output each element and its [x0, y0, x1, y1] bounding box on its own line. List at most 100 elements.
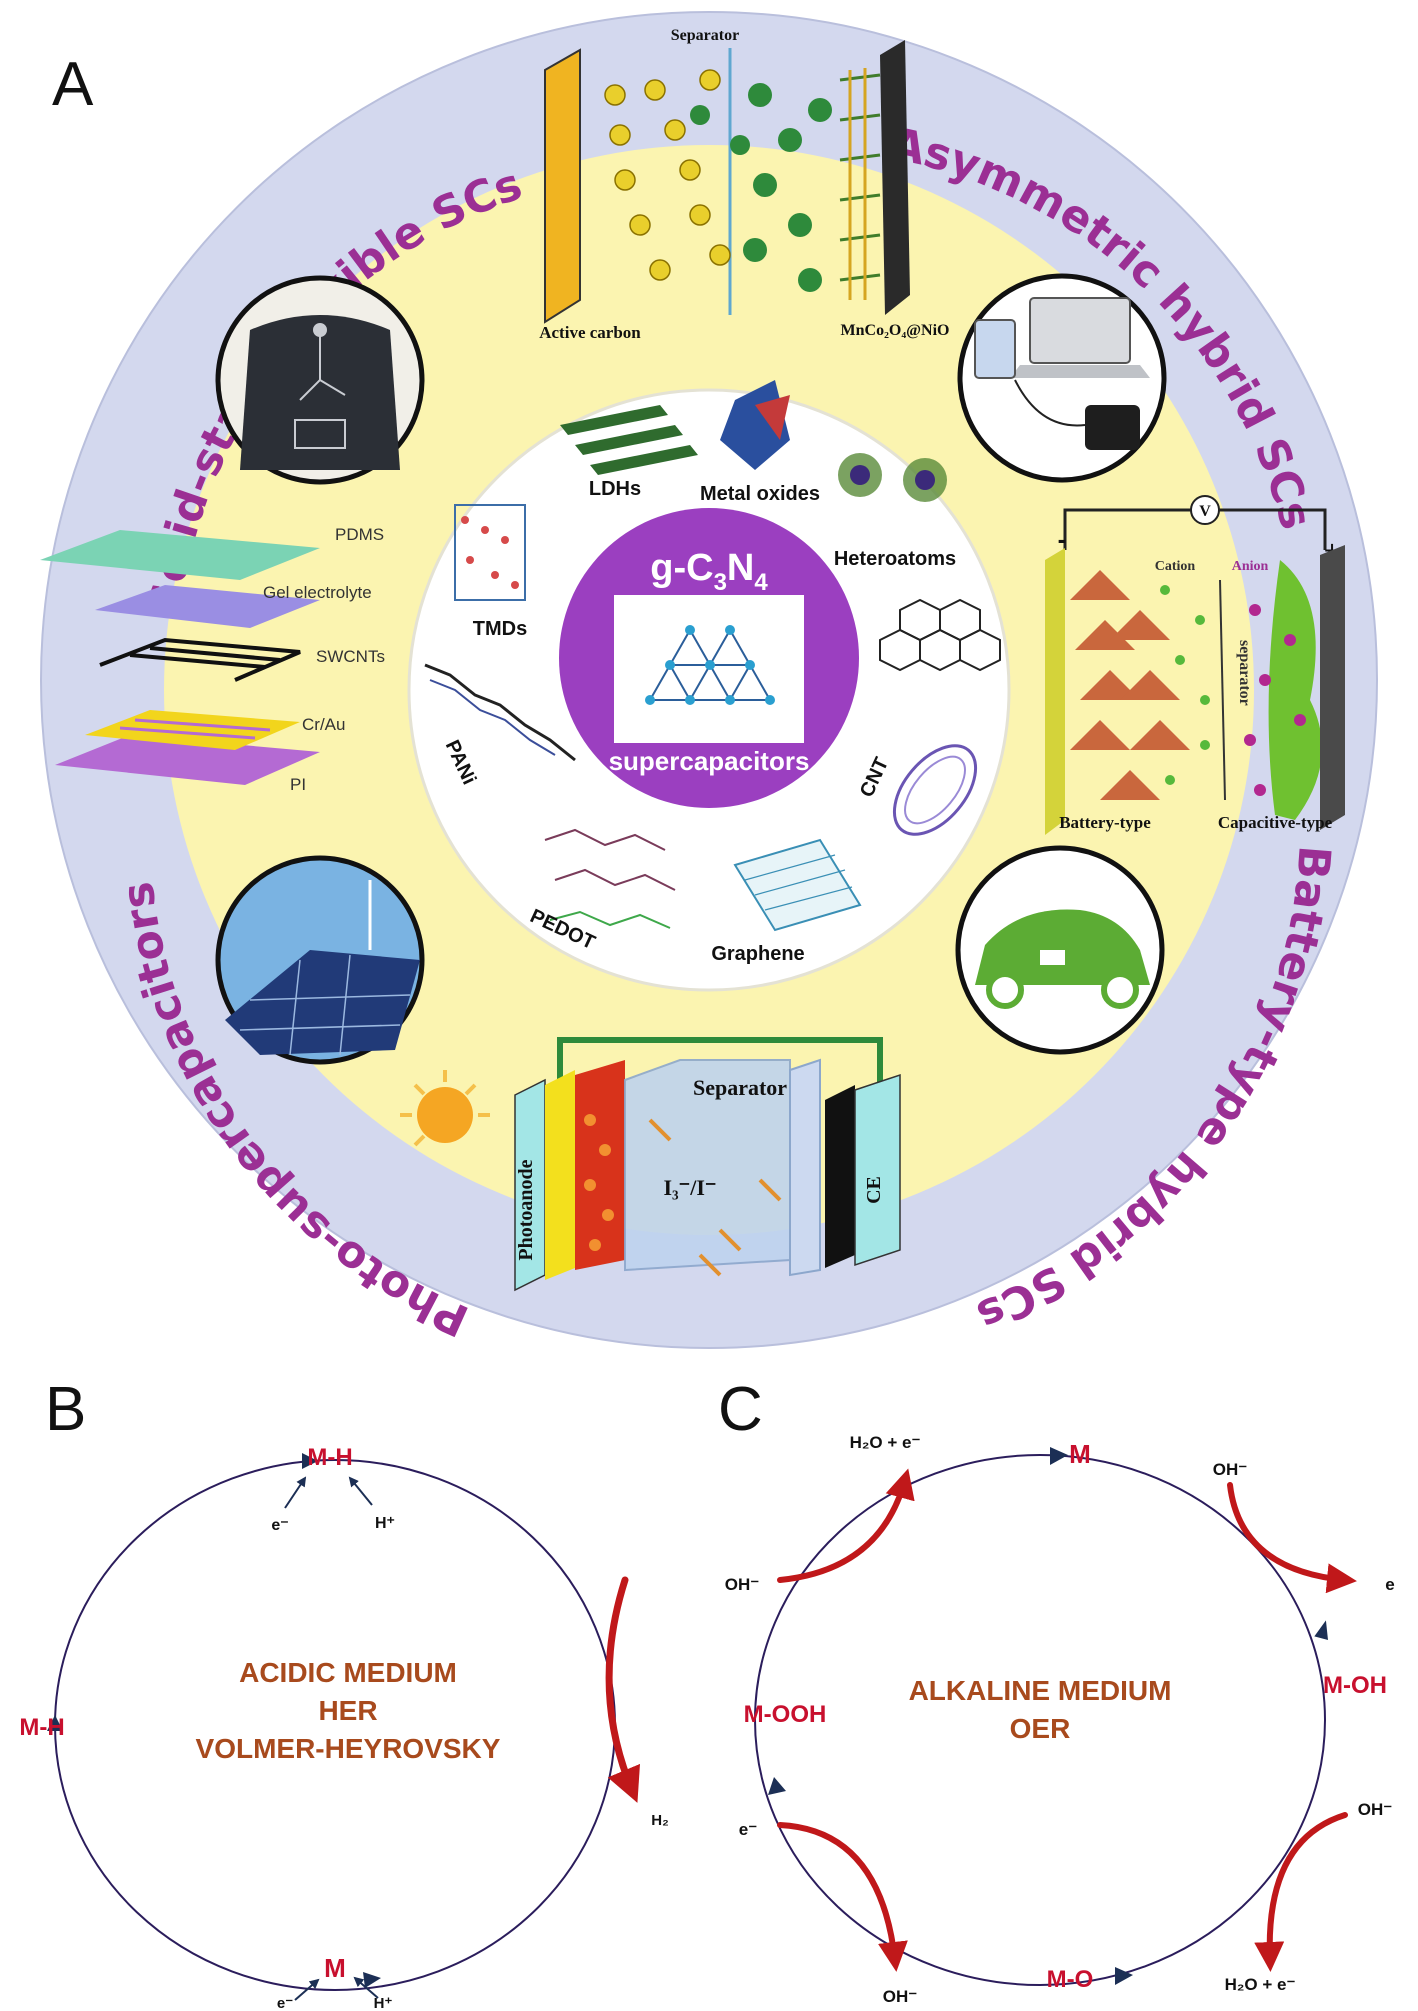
her-e-bottom: e⁻ — [277, 1995, 293, 2011]
oer-arrow-right — [1314, 1620, 1328, 1640]
oer-line2: OER — [1010, 1713, 1071, 1744]
material-graphene: Graphene — [711, 838, 862, 965]
oer-arrow-h2o-bottom — [1254, 1812, 1348, 1972]
label-ldhs: LDHs — [589, 478, 641, 500]
material-heteroatoms-lattice — [879, 598, 1001, 672]
tio2-layer — [575, 1060, 625, 1270]
her-h2: H₂ — [651, 1812, 669, 1829]
battery-hybrid-diagram: V - + Cation Anion separator — [1045, 495, 1345, 835]
laptop-base — [1010, 365, 1150, 378]
oer-line1: ALKALINE MEDIUM — [909, 1675, 1172, 1706]
her-h-bottom: H⁺ — [374, 1995, 393, 2011]
panel-b-label: B — [45, 1375, 86, 1444]
her-e-arrow-top — [284, 1476, 307, 1509]
oer-center-label: ALKALINE MEDIUM OER — [909, 1675, 1172, 1744]
her-arrow-bottom — [363, 1972, 381, 1988]
voltmeter — [1190, 495, 1220, 525]
battery-right-plate — [1320, 545, 1345, 830]
oer-node-right: M-OH — [1323, 1672, 1387, 1699]
gc3n4-lattice — [648, 627, 772, 701]
label-minus: - — [1058, 524, 1067, 554]
solar-grid — [239, 954, 411, 1056]
separator-panel — [789, 1058, 821, 1277]
label-photoanode: Photoanode — [515, 1159, 537, 1260]
car-body — [975, 909, 1150, 985]
asym-right-plate — [880, 40, 910, 315]
electric-car-image — [955, 845, 1165, 1055]
battery-left-plate — [1045, 548, 1065, 835]
wearable-shirt-image — [215, 275, 425, 485]
sun-icon — [400, 1070, 490, 1147]
oer-h2o-e-top: H₂O + e⁻ — [850, 1433, 921, 1452]
her-line2: HER — [318, 1695, 377, 1726]
oer-oh-bottom-right: OH⁻ — [1358, 1800, 1393, 1819]
label-i3-i: I₃⁻/I⁻ — [663, 1175, 716, 1200]
panel-c-oer: C M M-OH M-O M-OOH H₂O + e⁻ OH⁻ OH⁻ e OH… — [718, 1375, 1395, 2006]
gc3n4-atoms — [645, 625, 775, 705]
plug-icon — [1040, 950, 1065, 965]
oer-node-bottom: M-O — [1047, 1966, 1094, 1993]
battery-pyramids — [1070, 570, 1190, 800]
battery-cations — [1160, 585, 1210, 785]
counter-electrode — [854, 1073, 901, 1267]
asym-cations — [604, 69, 731, 281]
photo-circuit-wire — [557, 1037, 883, 1100]
center-title: g-C3N4 — [650, 547, 768, 596]
label-pdms: PDMS — [335, 525, 384, 544]
her-line1: ACIDIC MEDIUM — [239, 1657, 457, 1688]
laptop-screen — [1029, 297, 1131, 364]
shirt-circuit — [294, 323, 346, 449]
oer-node-top: M — [1069, 1439, 1091, 1469]
counter-electrode-black — [825, 1085, 855, 1268]
label-anion: Anion — [1232, 559, 1269, 574]
her-node-left: M-H — [19, 1714, 64, 1741]
oer-arrow-top — [1050, 1447, 1068, 1465]
panel-c-label: C — [718, 1375, 763, 1444]
label-gel-electrolyte: Gel electrolyte — [263, 583, 372, 602]
label-cation: Cation — [1155, 559, 1196, 574]
her-h-arrow-top — [348, 1476, 373, 1506]
label-graphene: Graphene — [711, 943, 804, 965]
oer-oh-top-right: OH⁻ — [1213, 1460, 1248, 1479]
label-cr-au: Cr/Au — [302, 715, 345, 734]
panel-a-label: A — [52, 50, 94, 119]
tablet — [974, 319, 1016, 379]
oer-arrow-oh-bottom — [777, 1822, 908, 1972]
label-photo-separator: Separator — [693, 1075, 787, 1100]
label-metal-oxides: Metal oxides — [700, 483, 820, 505]
photo-supercapacitor-diagram: Separator I₃⁻/I⁻ Photoanode CE — [400, 1037, 901, 1292]
oer-e-left: e⁻ — [739, 1820, 757, 1839]
oer-cycle — [754, 1454, 1326, 1986]
material-ldhs: LDHs — [560, 405, 698, 500]
oer-oh-bottom: OH⁻ — [883, 1987, 918, 2006]
oer-oh-left: OH⁻ — [725, 1575, 760, 1594]
her-node-top: M-H — [307, 1444, 352, 1471]
oer-arrow-left — [768, 1777, 786, 1795]
oer-arrow-e-right — [1227, 1482, 1357, 1594]
asym-right-mesh — [839, 68, 881, 300]
material-metal-oxides: Metal oxides — [700, 380, 820, 505]
label-asym-separator: Separator — [671, 27, 739, 44]
layer-pi — [55, 735, 320, 785]
her-h-arrow-bottom — [353, 1976, 379, 1999]
charge-cable — [1014, 379, 1086, 427]
label-mnco2o4-nio: MnCo₂O₄@NiO — [841, 322, 950, 339]
center-subtitle: supercapacitors — [609, 746, 810, 776]
oer-arrow-bottom — [1115, 1967, 1133, 1985]
her-line3: VOLMER-HEYROVSKY — [196, 1733, 501, 1764]
solar-panel-image — [215, 855, 425, 1065]
devices-image — [957, 273, 1167, 483]
crau-fingers — [119, 718, 271, 740]
her-e-arrow-bottom — [294, 1978, 320, 2001]
dye-molecules — [648, 1118, 782, 1277]
oer-species-labels: H₂O + e⁻ OH⁻ OH⁻ e OH⁻ H₂O + e⁻ OH⁻ e⁻ — [725, 1433, 1395, 2006]
label-capacitive-type: Capacitive-type — [1218, 813, 1333, 832]
oer-h2o-e-bottom: H₂O + e⁻ — [1225, 1975, 1296, 1994]
label-ce: CE — [863, 1176, 885, 1204]
panel-a: A Solid-state/flexible SCs Asymmetric hy… — [40, 11, 1378, 1349]
panel-b-her: B M-H e⁻ H⁺ M-H M e⁻ H⁺ H₂ ACIDIC MEDIUM… — [19, 1375, 668, 2011]
center-gc3n4: g-C3N4 supercapacitors — [559, 508, 859, 808]
label-active-carbon: Active carbon — [539, 323, 641, 342]
battery-separator-line — [1219, 579, 1226, 801]
